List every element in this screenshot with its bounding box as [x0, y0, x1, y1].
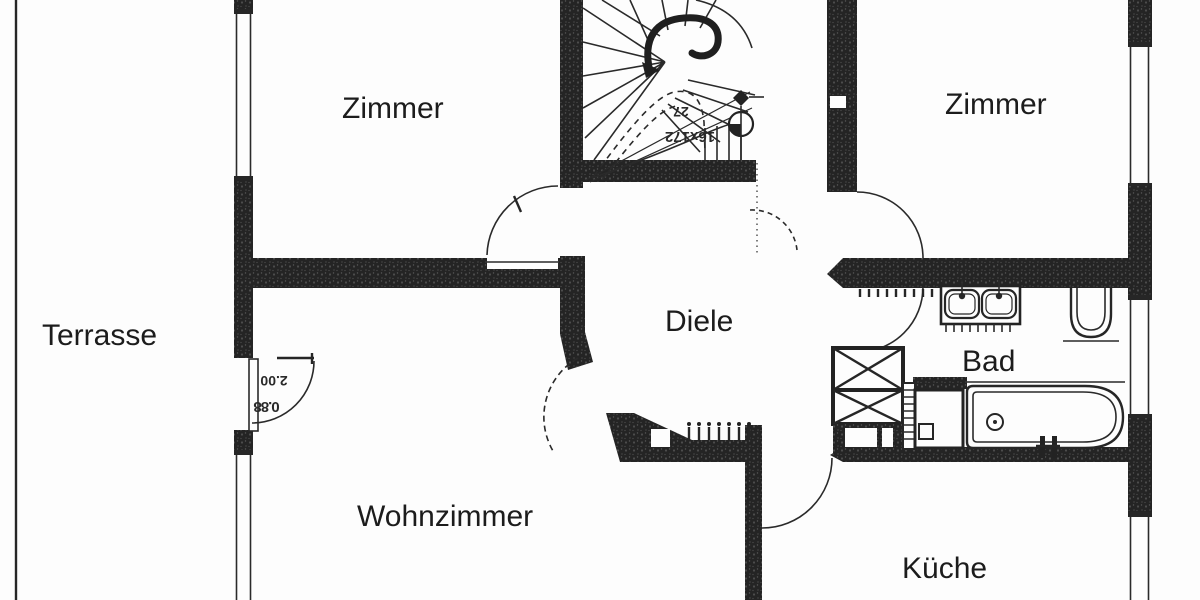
wall-diele-left-angled	[560, 332, 593, 370]
interior-walls	[253, 0, 1152, 600]
window-right-lower	[1128, 512, 1152, 600]
double-sink-vanity	[939, 280, 1022, 332]
terrace-door-dim2: 0.88	[254, 398, 280, 415]
faucet	[958, 292, 966, 300]
shaft	[831, 346, 905, 453]
stair-count-annotation: 16x172	[665, 128, 715, 145]
door-arc-wohnzimmer	[543, 357, 579, 452]
label-kueche: Küche	[902, 552, 987, 585]
wall-stair-bottom	[578, 160, 756, 182]
label-zimmer-right: Zimmer	[945, 88, 1047, 121]
handrail	[644, 14, 722, 76]
terrace-door: 2.00 0.88	[248, 353, 315, 432]
label-wohnzimmer: Wohnzimmer	[357, 500, 533, 533]
wall-right-mid2	[1128, 418, 1152, 516]
door-arc-zimmer-left	[486, 185, 559, 256]
staircase: 27 16x172	[582, 0, 764, 253]
exterior-walls	[234, 0, 1152, 600]
stair-arrow	[642, 62, 660, 78]
room-labels: Terrasse Zimmer Zimmer Diele Bad Wohnzim…	[42, 88, 1047, 585]
wall-bad-top	[843, 258, 1130, 288]
bathtub	[965, 384, 1125, 458]
door-arc-terrasse	[251, 360, 315, 424]
stair-post-symbols	[727, 90, 764, 160]
label-zimmer-left: Zimmer	[342, 92, 444, 125]
window-right-middle	[1128, 295, 1152, 419]
door-arc-kueche	[761, 457, 833, 529]
radiator-diele	[687, 422, 751, 440]
stair-number-annotation: 27	[673, 104, 689, 120]
label-bad: Bad	[962, 345, 1015, 378]
label-terrasse: Terrasse	[42, 319, 157, 352]
flue-opening	[651, 429, 670, 447]
wall-right-mid1	[1128, 186, 1152, 298]
wall-diele-left	[560, 256, 585, 334]
radiator-bad	[858, 289, 934, 297]
terrace-door-dim: 2.00	[260, 373, 287, 389]
wall-right-top	[1128, 0, 1152, 46]
toilet	[1063, 288, 1119, 342]
ladder-strip	[902, 382, 916, 450]
faucet	[995, 292, 1003, 300]
washing-machine	[913, 388, 965, 450]
bathroom-fixtures	[831, 280, 1125, 458]
label-diele: Diele	[665, 305, 733, 338]
window-right-upper	[1128, 42, 1152, 188]
terrace-door-leaf	[248, 358, 259, 432]
wall-bad-internal	[913, 377, 967, 389]
tub-drain	[986, 413, 1004, 431]
doors: 2.00 0.88	[248, 185, 924, 529]
wall-stair-left	[560, 0, 583, 188]
wall-diele-angled-flue	[606, 413, 757, 462]
wall-left-stub	[234, 430, 253, 454]
window-left-upper	[234, 9, 253, 181]
wall-left-mid	[234, 180, 253, 358]
door-arc-zimmer-right	[856, 191, 924, 259]
wall-kueche-top	[843, 447, 1152, 462]
window-left-lower	[234, 450, 253, 600]
radiators	[687, 289, 934, 440]
wall-kueche-left	[745, 425, 762, 600]
door-threshold-zimmer-left	[487, 257, 558, 269]
